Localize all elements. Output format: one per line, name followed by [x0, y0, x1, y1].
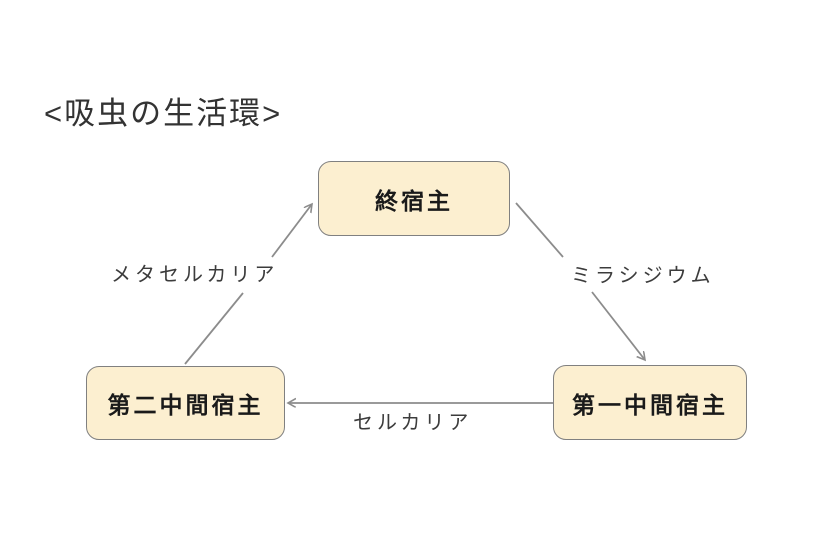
edge-miracidium — [515, 202, 645, 360]
edge-label-miracidium: ミラシジウム — [571, 265, 715, 287]
edge-metacercaria-segment-lower — [184, 292, 244, 365]
edge-metacercaria — [184, 204, 312, 365]
edge-miracidium-segment-lower — [591, 291, 645, 360]
node-second-intermediate-host: 第二中間宿主 — [86, 366, 285, 440]
node-definitive-host-label: 終宿主 — [375, 187, 453, 214]
edge-label-cercaria: セルカリア — [353, 412, 473, 434]
edge-label-metacercaria: メタセルカリア — [111, 264, 279, 286]
node-definitive-host: 終宿主 — [318, 161, 510, 236]
edge-miracidium-segment-upper — [515, 202, 564, 258]
node-first-intermediate-host-label: 第一中間宿主 — [572, 391, 728, 418]
node-first-intermediate-host: 第一中間宿主 — [553, 365, 747, 440]
edge-metacercaria-segment-upper — [271, 204, 312, 258]
diagram-title: <吸虫の生活環> — [44, 96, 283, 131]
node-second-intermediate-host-label: 第二中間宿主 — [107, 392, 264, 418]
